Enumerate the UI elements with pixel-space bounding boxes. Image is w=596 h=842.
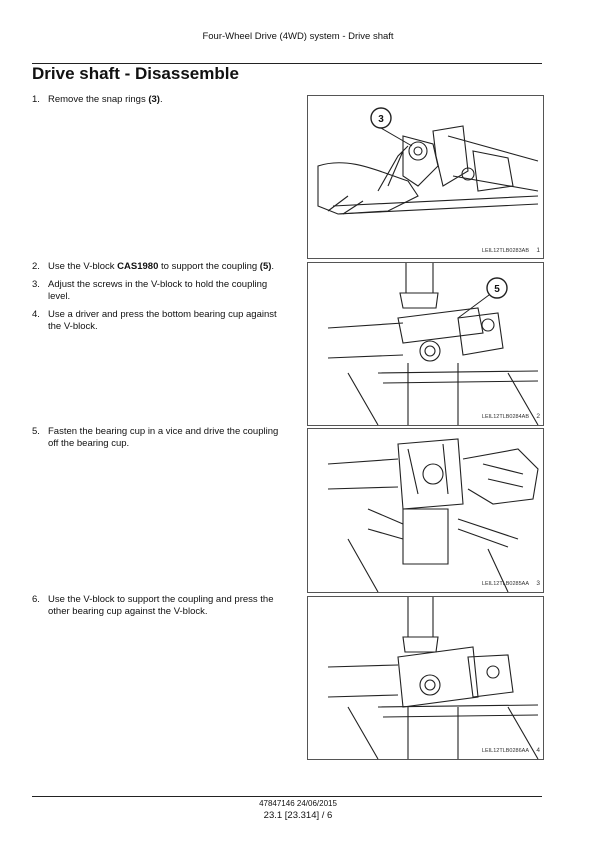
figure-4: LEIL12TLB0286AA 4 <box>307 596 544 760</box>
footer-rule <box>32 796 542 797</box>
page-title: Drive shaft - Disassemble <box>32 64 239 83</box>
figure-2-illustration: 5 <box>327 263 539 425</box>
figure-code: LEIL12TLB0284AB <box>481 414 529 420</box>
callout-circle <box>486 277 508 299</box>
step-3: 3. Adjust the screws in the V-block to h… <box>32 279 268 302</box>
figure-code: LEIL12TLB0285AA <box>481 581 529 587</box>
footer-page-number: 23.1 [23.314] / 6 <box>263 810 333 821</box>
footer-doc-id: 47847146 24/06/2015 <box>259 799 337 808</box>
step-1: 1. Remove the snap rings (3). <box>32 94 163 105</box>
callout-label: 5 <box>494 284 500 295</box>
figure-code: LEIL12TLB0283AB <box>481 248 529 254</box>
step-4: 4. Use a driver and press the bottom bea… <box>32 309 277 332</box>
figure-number: 1 <box>536 247 540 254</box>
figure-1-illustration: 3 <box>317 107 539 215</box>
figure-3: LEIL12TLB0285AA 3 <box>307 428 544 593</box>
running-header: Four-Wheel Drive (4WD) system - Drive sh… <box>202 31 394 42</box>
figure-number: 3 <box>536 580 540 587</box>
figure-4-illustration <box>327 597 539 759</box>
figure-2: 5 LEIL12TLB0284AB 2 <box>307 262 544 426</box>
step-2: 2. Use the V-block CAS1980 to support th… <box>32 261 275 272</box>
figure-1: 3 LEIL12TLB0283AB 1 <box>307 95 544 259</box>
step-6: 6. Use the V-block to support the coupli… <box>32 594 274 617</box>
step-5: 5. Fasten the bearing cup in a vice and … <box>32 426 279 449</box>
figure-3-illustration <box>327 438 539 592</box>
header-rule <box>32 63 542 64</box>
callout-label: 3 <box>378 114 384 125</box>
callout-circle <box>370 107 392 129</box>
figure-code: LEIL12TLB0286AA <box>481 748 529 754</box>
figure-number: 4 <box>536 747 540 754</box>
figure-number: 2 <box>536 413 540 420</box>
